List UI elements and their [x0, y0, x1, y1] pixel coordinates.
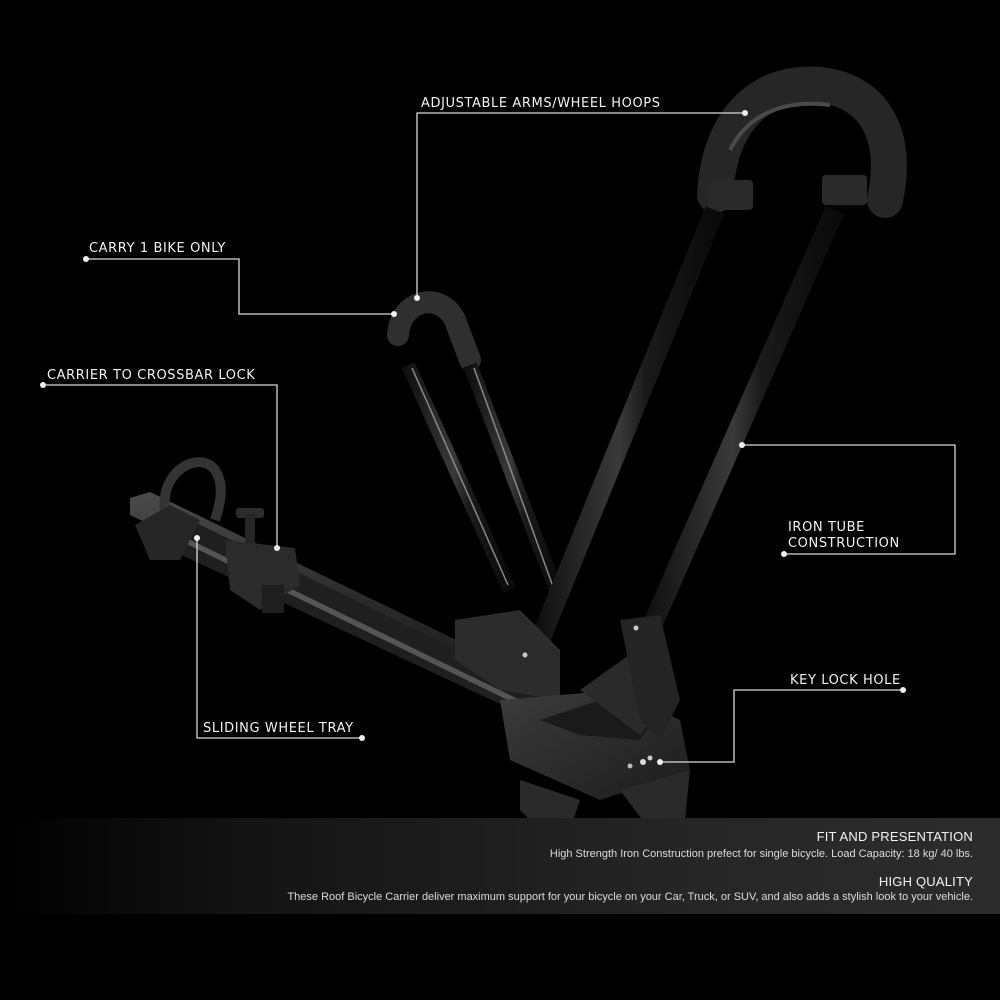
small-wheel-hoop: [387, 291, 567, 603]
callout-line-iron-tube: [742, 444, 956, 555]
callout-lines: [43, 112, 956, 763]
callout-label-iron-tube-line2: CONSTRUCTION: [788, 536, 900, 551]
callout-label-adjustable-arms: ADJUSTABLE ARMS/WHEEL HOOPS: [421, 96, 661, 111]
section-title-quality: HIGH QUALITY: [878, 874, 973, 889]
callout-label-carry-one-bike: CARRY 1 BIKE ONLY: [89, 241, 226, 256]
callout-line-adjustable-arms: [416, 112, 745, 298]
callout-line-carry-one-bike: [86, 258, 394, 315]
base-housing: [455, 610, 690, 830]
callout-line-sliding-tray: [196, 538, 362, 739]
large-wheel-hoop: [530, 66, 907, 644]
wheel-strap: [135, 457, 226, 560]
callout-label-iron-tube-line1: IRON TUBE: [788, 520, 865, 535]
section-text-quality: These Roof Bicycle Carrier deliver maxim…: [287, 891, 973, 903]
callout-line-crossbar-lock: [43, 384, 278, 548]
callout-line-key-lock: [660, 689, 903, 763]
crossbar-clamp: [225, 540, 300, 613]
callout-label-crossbar-lock: CARRIER TO CROSSBAR LOCK: [47, 368, 256, 383]
info-band: FIT AND PRESENTATION High Strength Iron …: [0, 818, 1000, 914]
callout-label-sliding-tray: SLIDING WHEEL TRAY: [203, 721, 354, 736]
callout-dots: [40, 110, 906, 765]
callout-label-key-lock: KEY LOCK HOLE: [790, 673, 901, 688]
section-text-fit: High Strength Iron Construction prefect …: [549, 848, 973, 860]
section-title-fit: FIT AND PRESENTATION: [816, 829, 973, 844]
t-handle: [236, 508, 264, 548]
